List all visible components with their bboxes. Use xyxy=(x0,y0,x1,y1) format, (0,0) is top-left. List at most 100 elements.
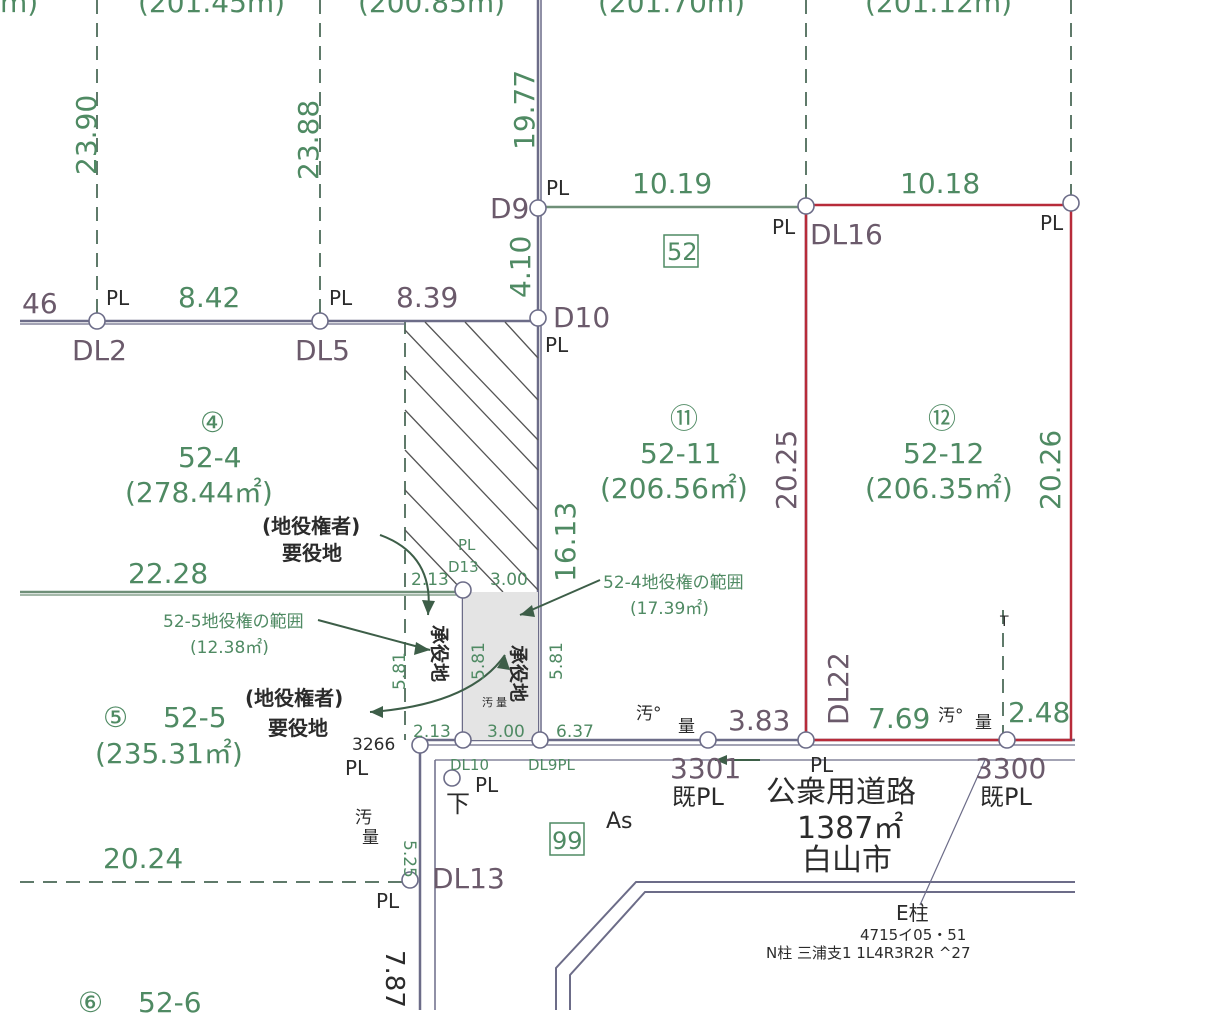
annotation-arrows xyxy=(317,534,760,761)
top-area-a: (201.45m) xyxy=(138,0,285,19)
meter-small: 量 xyxy=(496,696,507,709)
point-dl5: DL5 xyxy=(295,334,350,367)
dim-8-42: 8.42 xyxy=(178,281,240,314)
dim-5-25: 5.25 xyxy=(399,840,419,878)
dim-6-37: 6.37 xyxy=(556,722,594,742)
lot-12-no: ⑫ xyxy=(928,402,956,435)
point-dl9pl: DL9PL xyxy=(528,756,575,774)
sewer-label-2: 汚° xyxy=(938,706,964,726)
lot-4-area: (278.44㎡) xyxy=(125,476,273,509)
pl-dl16: PL xyxy=(772,215,796,239)
pl-dl10: PL xyxy=(475,773,499,797)
dim-10-19: 10.19 xyxy=(632,167,712,200)
lot-5-id: 52-5 xyxy=(163,701,227,734)
pl-3266: PL xyxy=(345,756,369,780)
dim-3-83: 3.83 xyxy=(728,704,790,737)
dim-5-81-c: 5.81 xyxy=(547,642,567,680)
dim-8-39: 8.39 xyxy=(396,281,458,314)
road-surface: As xyxy=(606,809,633,834)
req-land-2: 要役地 xyxy=(268,716,328,740)
pl-d10: PL xyxy=(545,333,569,357)
lot-5-no: ⑤ xyxy=(103,701,128,734)
dim-19-77: 19.77 xyxy=(508,70,541,150)
range-52-5-area: (12.38㎡) xyxy=(190,638,269,658)
svg-text:99: 99 xyxy=(552,827,583,855)
point-dl10: DL10 xyxy=(450,756,489,774)
pl-dl22: PL xyxy=(810,753,834,777)
dim-20-25: 20.25 xyxy=(770,430,803,510)
boundary-markers xyxy=(88,194,1080,889)
easement-holder-2: (地役権者) xyxy=(245,686,343,710)
lot-11-area: (206.56㎡) xyxy=(600,472,748,505)
point-t: T xyxy=(999,614,1009,630)
lot-5-area: (235.31㎡) xyxy=(95,737,243,770)
point-d10: D10 xyxy=(553,301,610,334)
dim-2-13-b: 2.13 xyxy=(413,722,451,742)
lot-6-no: ⑥ xyxy=(78,986,103,1019)
sewer-label-1: 汚° xyxy=(636,704,662,724)
top-area-c: (201.70m) xyxy=(598,0,745,19)
lot-99-box: 99 xyxy=(549,822,585,856)
point-3266: 3266 xyxy=(352,735,395,755)
epole-label: E柱 xyxy=(896,901,929,925)
top-area-b: (200.85m) xyxy=(358,0,505,19)
arrow-heads xyxy=(370,600,727,765)
serv-land-1: 承役地 xyxy=(428,625,451,682)
point-3301: 3301 xyxy=(670,752,741,785)
lot-4-id: 52-4 xyxy=(178,441,242,474)
dim-5-81-b: 5.81 xyxy=(469,642,489,680)
dim-16-13: 16.13 xyxy=(549,502,582,582)
svg-text:52: 52 xyxy=(667,238,698,266)
dim-10-18: 10.18 xyxy=(900,167,980,200)
easement-holder-1: (地役権者) xyxy=(262,514,360,538)
serv-land-2: 承役地 xyxy=(507,645,530,702)
dim-20-24: 20.24 xyxy=(103,842,183,875)
dim-dl22: DL22 xyxy=(822,652,855,725)
kipl-3301: 既PL xyxy=(672,783,724,811)
npole-label: N柱 三浦支1 1L4R3R2R ^27 xyxy=(766,944,971,962)
pl-d9: PL xyxy=(546,176,570,200)
point-dl13: DL13 xyxy=(432,862,505,895)
point-pl-d13: PL xyxy=(458,536,476,554)
dim-22-28: 22.28 xyxy=(128,557,208,590)
range-52-4: 52-4地役権の範囲 xyxy=(603,573,744,593)
meter-label-2: 量 xyxy=(975,713,992,733)
pl-dl5: PL xyxy=(329,286,353,310)
easement-hatch xyxy=(404,321,539,593)
point-dl2: DL2 xyxy=(72,334,127,367)
road-area: 1387㎡ xyxy=(797,811,903,846)
dim-7-87: 7.87 xyxy=(379,950,409,1008)
road-name: 公衆用道路 xyxy=(766,775,916,810)
kipl-3300: 既PL xyxy=(980,783,1032,811)
sewer-small: 汚 xyxy=(482,696,493,709)
point-dl16: DL16 xyxy=(810,218,883,251)
dim-3-00-a: 3.00 xyxy=(490,570,528,590)
sewer-label-3: 汚 xyxy=(355,808,372,828)
road-owner: 白山市 xyxy=(802,843,892,878)
dim-2-13-a: 2.13 xyxy=(411,570,449,590)
point-d9: D9 xyxy=(490,192,529,225)
pl-dl2: PL xyxy=(106,286,130,310)
dim-5-81-a: 5.81 xyxy=(390,652,410,690)
range-52-4-area: (17.39㎡) xyxy=(630,599,709,619)
lot-11-id: 52-11 xyxy=(640,437,721,470)
meter-label-1: 量 xyxy=(678,717,695,737)
lot-11-no: ⑪ xyxy=(670,402,698,435)
dim-2-48: 2.48 xyxy=(1008,696,1070,729)
lot-6-id: 52-6 xyxy=(138,986,202,1019)
lot-4-no: ④ xyxy=(200,406,225,439)
lot-52-box: 52 xyxy=(663,234,699,268)
top-area-d: (201.12m) xyxy=(865,0,1012,19)
meter-label-3: 量 xyxy=(362,828,379,848)
dim-3-00-b: 3.00 xyxy=(487,722,525,742)
lot-12-id: 52-12 xyxy=(903,437,984,470)
dim-20-26: 20.26 xyxy=(1034,430,1067,510)
epole-number: 4715イ05・51 xyxy=(860,926,966,944)
drain-down-label: 下 xyxy=(446,790,470,818)
dim-23-88: 23.88 xyxy=(292,100,325,180)
dim-46: 46 xyxy=(22,287,58,320)
dim-7-69: 7.69 xyxy=(868,702,930,735)
pl-right-top: PL xyxy=(1040,211,1064,235)
range-52-5: 52-5地役権の範囲 xyxy=(163,612,304,632)
